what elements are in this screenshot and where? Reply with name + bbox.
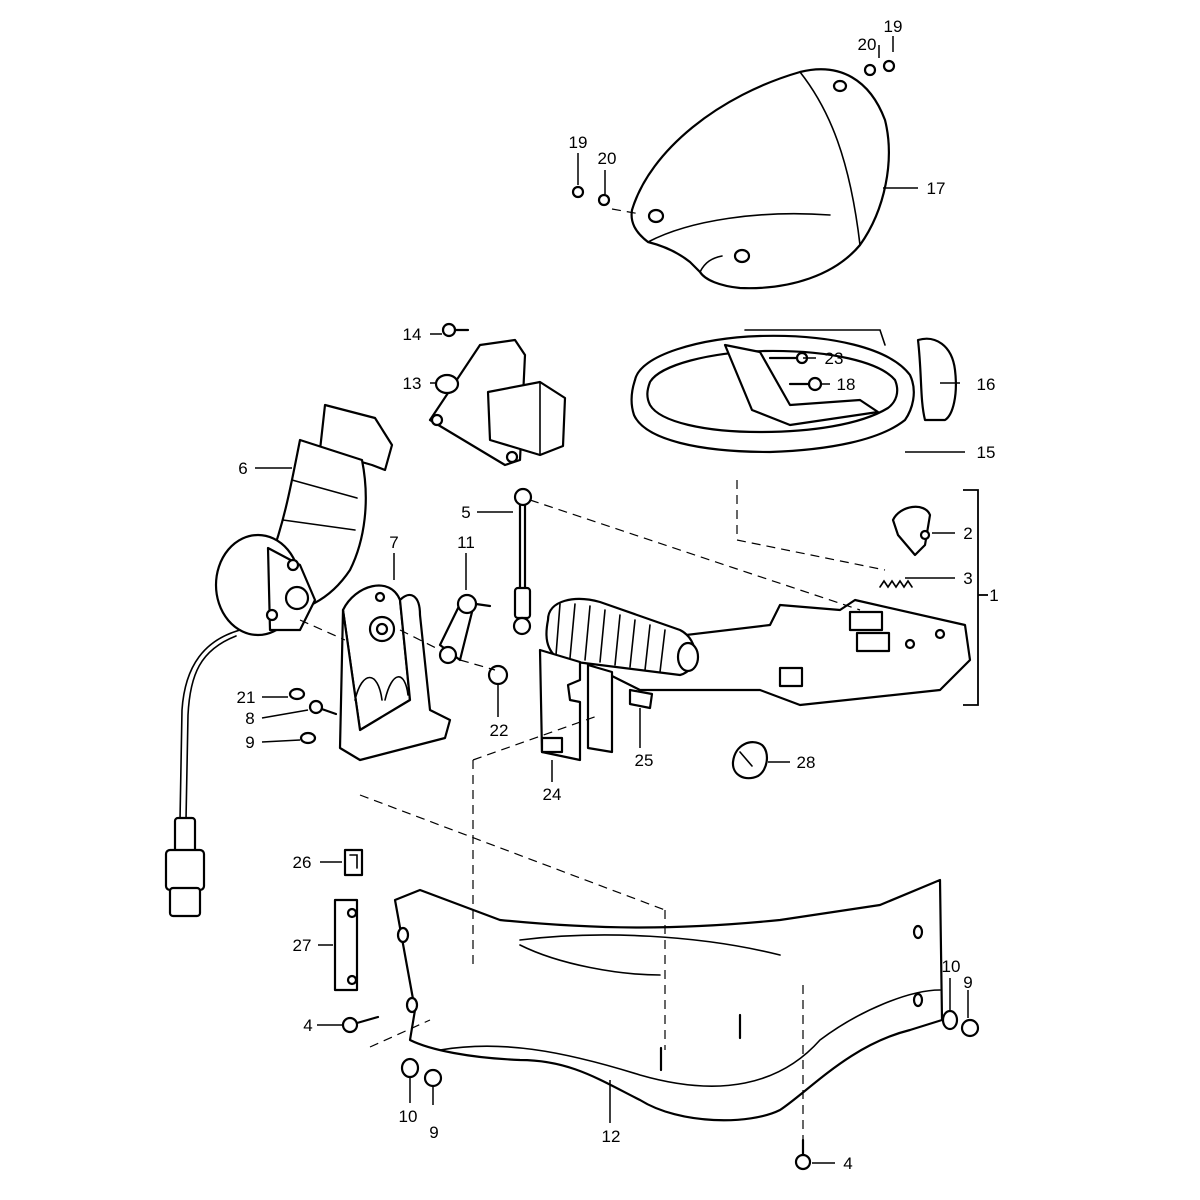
callout-27: 27: [293, 936, 312, 955]
callout-19-left: 19: [569, 133, 588, 152]
part-13-adjuster-motor: [428, 338, 567, 467]
callout-25: 25: [635, 751, 654, 770]
part-19-screw-top: [882, 59, 896, 73]
part-10-washer-right: [941, 1009, 959, 1031]
callout-9-left: 9: [429, 1123, 438, 1142]
callout-6: 6: [238, 459, 247, 478]
callout-1: 1: [989, 586, 998, 605]
callout-24: 24: [543, 785, 562, 804]
callout-18: 18: [837, 375, 856, 394]
part-3-spring: [879, 579, 913, 589]
callout-14: 14: [403, 325, 422, 344]
part-26-clip: [343, 848, 364, 877]
callout-labels: 19 20 19 20 17 14 13 23 18 16 15 6 5 11 …: [237, 17, 999, 1173]
part-27-strip: [333, 898, 359, 992]
part-20-nut-top: [863, 63, 877, 77]
callout-19-top: 19: [884, 17, 903, 36]
callout-26: 26: [293, 853, 312, 872]
callout-12: 12: [602, 1127, 621, 1146]
callout-23: 23: [825, 349, 844, 368]
callout-21: 21: [237, 688, 256, 707]
callout-10-left: 10: [399, 1107, 418, 1126]
part-16-clip: [916, 337, 957, 422]
part-21-washer: [288, 687, 306, 701]
callout-10-right: 10: [942, 957, 961, 976]
part-14-screw: [441, 322, 470, 338]
part-heater-coil: [545, 598, 700, 677]
callout-4-bottom: 4: [843, 1154, 852, 1173]
part-4-bolt-bottom: [794, 1138, 812, 1171]
callout-7: 7: [389, 533, 398, 552]
leader-lines: [255, 36, 969, 1164]
part-10-washer-left: [400, 1057, 420, 1079]
callout-8: 8: [245, 709, 254, 728]
callout-22: 22: [490, 721, 509, 740]
part-19-screw-left: [571, 185, 585, 199]
part-25-plate: [586, 663, 654, 754]
part-28-cap: [731, 741, 768, 780]
part-9-nut-left: [423, 1068, 443, 1088]
part-1-main-bracket: [558, 598, 972, 707]
part-17-housing: [630, 68, 890, 290]
part-22-nut: [487, 664, 509, 686]
part-24-plate: [538, 648, 582, 762]
part-1-bracket-line: [963, 489, 979, 706]
part-6-socket-cable: [164, 403, 394, 918]
part-11-lever: [438, 593, 492, 665]
part-5-ball-rod: [512, 487, 533, 636]
part-20-nut-left: [597, 193, 611, 207]
callout-2: 2: [963, 524, 972, 543]
part-2-clip: [891, 505, 932, 557]
callout-13: 13: [403, 374, 422, 393]
callout-9-upper: 9: [245, 733, 254, 752]
callout-28: 28: [797, 753, 816, 772]
part-15-mounting-ring: [630, 329, 915, 454]
callout-4-left: 4: [303, 1016, 312, 1035]
callout-3: 3: [963, 569, 972, 588]
callout-15: 15: [977, 443, 996, 462]
part-7-bracket: [338, 584, 452, 762]
assembly-lines: [299, 208, 886, 1140]
callout-16: 16: [977, 375, 996, 394]
callout-20-left: 20: [598, 149, 617, 168]
part-12-lower-tray: [393, 878, 944, 1122]
callout-5: 5: [461, 503, 470, 522]
callout-17: 17: [927, 179, 946, 198]
part-4-bolt-left: [341, 1015, 380, 1034]
part-9-nut-right: [960, 1018, 980, 1038]
callout-11: 11: [457, 533, 475, 552]
part-8-screw: [308, 699, 338, 716]
part-9-nut-upper: [299, 731, 317, 745]
part-18-screw: [788, 376, 823, 392]
callout-20-top: 20: [858, 35, 877, 54]
callout-9-right: 9: [963, 973, 972, 992]
